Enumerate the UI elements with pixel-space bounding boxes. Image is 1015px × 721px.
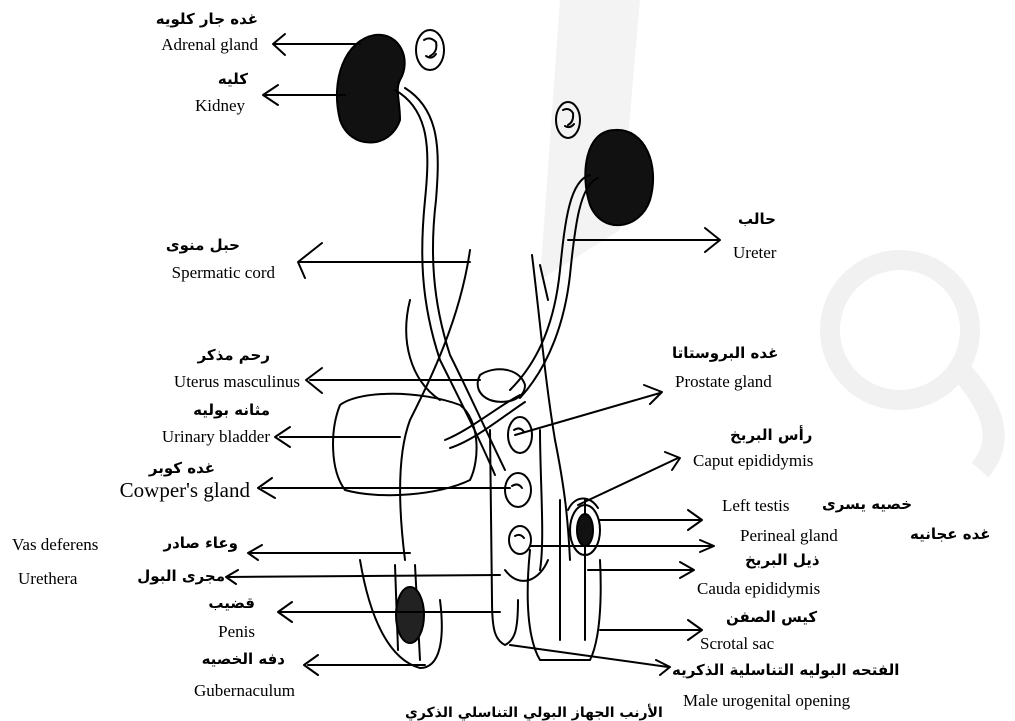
vas-deferens-label-ar: وعاء صادر bbox=[118, 536, 238, 551]
caput-label-ar: رأس البربخ bbox=[730, 428, 812, 443]
uterus-label-en: Uterus masculinus bbox=[110, 373, 300, 390]
scrotal-label-ar: كيس الصفن bbox=[726, 610, 817, 625]
opening-label-ar: الفتحه البوليه التناسلية الذكريه bbox=[672, 663, 899, 678]
prostate-label-en: Prostate gland bbox=[675, 373, 772, 390]
penis-label-ar: قضيب bbox=[185, 596, 255, 611]
penis-label-en: Penis bbox=[185, 623, 255, 640]
cowper-label-ar: غده كوبر bbox=[120, 461, 215, 476]
cowper-label-en: Cowper's gland bbox=[70, 480, 250, 501]
adrenal-gland-label-ar: غده جار كلويه bbox=[118, 12, 258, 27]
urethra-label-ar: مجرى البول bbox=[125, 569, 225, 584]
vas-deferens-label-en: Vas deferens bbox=[12, 536, 98, 553]
left-testis-label-ar: خصيه يسرى bbox=[822, 497, 912, 512]
kidney-label-en: Kidney bbox=[160, 97, 245, 114]
perineal-label-en: Perineal gland bbox=[740, 527, 838, 544]
spermatic-cord-label-en: Spermatic cord bbox=[120, 264, 275, 281]
opening-label-en: Male urogenital opening bbox=[683, 692, 850, 709]
gubernaculum-label-en: Gubernaculum bbox=[150, 682, 295, 699]
prostate-label-ar: غده البروستاتا bbox=[672, 346, 778, 361]
left-testis-label-en: Left testis bbox=[722, 497, 790, 514]
scrotal-label-en: Scrotal sac bbox=[700, 635, 774, 652]
kidney-label-ar: كليه bbox=[178, 72, 248, 87]
watermark bbox=[540, 0, 994, 470]
right-kidney bbox=[337, 35, 405, 143]
perineal-label-ar: غده عجانيه bbox=[910, 527, 991, 542]
urethra-label-en: Urethera bbox=[18, 570, 77, 587]
cauda-label-en: Cauda epididymis bbox=[697, 580, 820, 597]
bladder-label-ar: مثانه بوليه bbox=[145, 403, 270, 418]
bladder-label-en: Urinary bladder bbox=[100, 428, 270, 445]
ureter-label-en: Ureter bbox=[733, 244, 776, 261]
adrenal-left bbox=[416, 30, 444, 70]
left-kidney bbox=[585, 130, 653, 225]
caput-label-en: Caput epididymis bbox=[693, 452, 813, 469]
adrenal-gland-label-en: Adrenal gland bbox=[108, 36, 258, 53]
spermatic-cord-label-ar: حبل منوى bbox=[145, 238, 240, 253]
ureter-label-ar: حالب bbox=[738, 212, 776, 227]
cauda-label-ar: ذيل البربخ bbox=[745, 553, 820, 568]
uterus-label-ar: رحم مذكر bbox=[150, 348, 270, 363]
diagram-caption: الأرنب الجهاز البولي التناسلي الذكري bbox=[405, 706, 663, 720]
gubernaculum-label-ar: دفه الخصيه bbox=[165, 652, 285, 667]
bladder bbox=[333, 394, 477, 495]
